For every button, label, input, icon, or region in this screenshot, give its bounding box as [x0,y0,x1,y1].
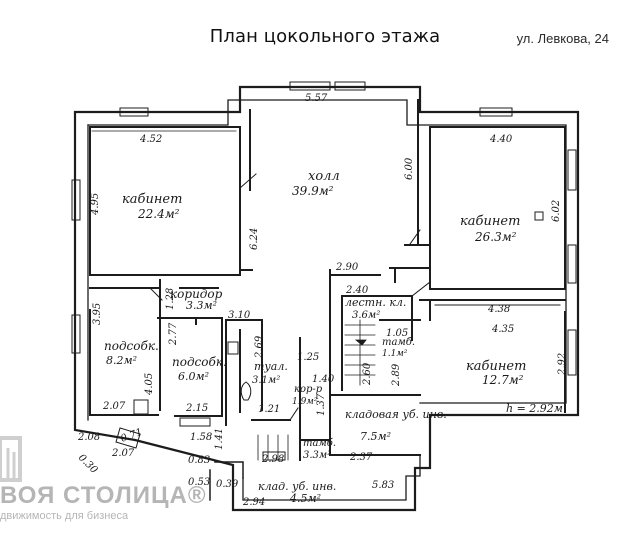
dim-label: 2.69 [254,335,265,359]
room-corridor-left-name: коридор [170,287,223,301]
dim-label: 5.57 [305,93,328,104]
cab-right-walls [429,126,566,290]
room-labels: кабинет 22.4м² холл 39.9м² кабинет 26.3м… [104,169,563,505]
room-toilet-name: туал. [254,360,288,373]
address-label: ул. Левкова, 24 [516,31,609,46]
hall-walls [239,99,431,283]
room-cab-left-name: кабинет [122,192,182,207]
dim-label: 2.89 [391,363,402,387]
room-tamb2-name: тамб. [303,438,336,449]
dim-label: 2.37 [349,452,373,463]
dim-label: 4.52 [139,134,162,145]
dim-label: 2.90 [335,262,359,273]
dim-label: 5.83 [372,480,394,491]
room-cab-right-area: 26.3м² [474,230,517,244]
dim-label: 2.77 [168,322,179,346]
room-cab-small-area: 12.7м² [482,373,524,387]
room-podsobk2-name: подсобк. [172,355,227,369]
windows [71,81,577,461]
small-rooms-walls [89,269,566,461]
dim-label: 4.95 [90,193,101,216]
dim-label: 2.40 [345,285,369,296]
dim-label: 2.98 [261,454,284,465]
dim-label: 2.07 [102,401,126,412]
dim-label: 4.05 [144,373,155,396]
room-corridor-small-area: 1.9м² [292,397,318,407]
room-stair-area: 3.6м² [352,310,380,321]
watermark-tagline: движимость для бизнеса [0,510,129,522]
dim-label: 3.10 [228,310,251,321]
dim-label: 4.38 [487,304,510,315]
watermark-logo [0,436,22,482]
dim-label: 1.41 [214,428,225,450]
room-cab-left-area: 22.4м² [137,207,180,221]
dimension-labels: 5.57 4.52 4.40 6.00 4.95 6.02 6.24 2.90 … [76,93,568,508]
watermark-brand: ВОЯ СТОЛИЦА® [0,482,207,509]
room-klad-bottom-name: клад. уб. инв. [258,480,336,493]
ceiling-height: h = 2.92м [506,402,563,415]
dim-label: 4.40 [489,134,513,145]
room-cab-small-name: кабинет [466,359,526,374]
room-storage-area: 7.5м² [360,430,391,443]
room-hall-area: 39.9м² [292,184,334,198]
dim-label: 2.15 [185,403,208,414]
dim-label: 0.53 [188,477,210,488]
door-swings [149,173,431,421]
fixtures [115,211,544,449]
dim-label: 2.60 [362,362,373,386]
room-stair-name: лестн. кл. [345,296,406,309]
dim-label: 1.40 [312,374,335,385]
dim-label: 3.95 [92,303,103,325]
dim-label: 6.00 [404,157,415,180]
room-corridor-left-area: 3.3м² [186,299,217,312]
room-tamb1-name: тамб. [382,337,415,348]
room-toilet-area: 3.1м² [252,375,280,386]
room-tamb1-area: 1.1м² [382,349,408,359]
dim-label: 0.30 [76,452,100,476]
dim-label: 1.58 [190,432,212,443]
room-cab-right-name: кабинет [460,214,520,229]
dim-label: 6.02 [551,200,562,222]
dim-label: 0.83 [188,455,210,466]
dim-label: 2.07 [111,448,135,459]
room-tamb2-area: 3.3м² [303,450,331,461]
dim-label: 2.94 [242,497,265,508]
dim-label: 2.92 [557,353,568,376]
stairs [257,319,376,461]
dim-label: 1.37 [316,393,327,416]
plan-title: План цокольного этажа [209,26,441,47]
room-corridor-small-name: кор-р [294,384,323,395]
dim-label: 6.24 [249,228,260,250]
dim-label: 2.08 [77,432,100,443]
room-klad-bottom-area: 4.5м² [289,492,321,505]
room-hall-name: холл [308,169,340,184]
bottom-step [209,461,244,501]
dim-label: 0.39 [216,479,239,490]
room-podsobk1-area: 8.2м² [106,354,137,367]
room-storage-name: кладовая уб. инв. [345,408,447,421]
dim-label: 1.25 [297,352,319,363]
dim-label: 1.21 [258,404,280,415]
room-podsobk2-area: 6.0м² [178,370,209,383]
room-podsobk1-name: подсобк. [104,339,159,353]
dim-label: 4.35 [491,324,514,335]
dim-label: 1.28 [165,288,176,310]
dim-label: 1.05 [386,328,408,339]
cab-left-walls [89,126,241,276]
